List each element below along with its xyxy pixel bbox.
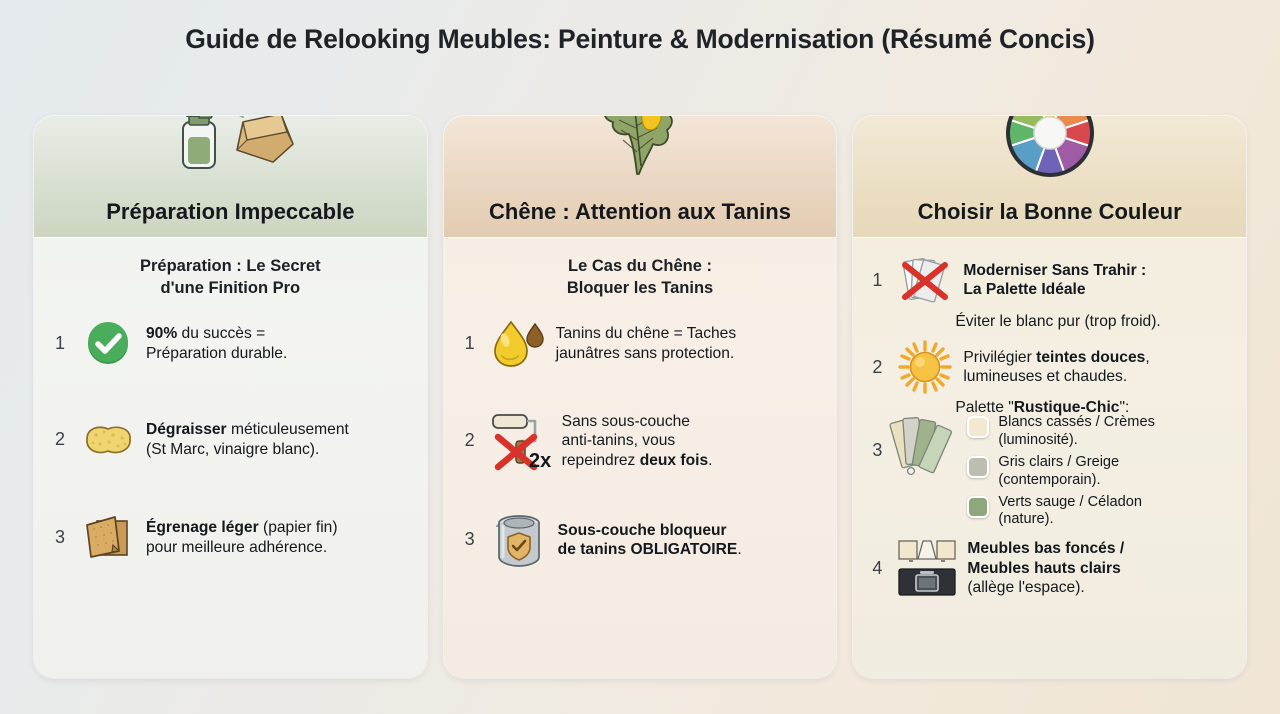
list-item: 3 Égrenage léger [50, 510, 411, 566]
item-number: 4 [872, 557, 883, 578]
list-preparation: 1 90% du succès =Préparation durable. 2 [50, 310, 411, 566]
palette-item: Gris clairs / Greige (contemporain). [967, 454, 1232, 490]
palette-label: Palette "Rustique-Chic": [955, 399, 1130, 417]
page-title: Guide de Relooking Meubles: Peinture & M… [185, 24, 1095, 54]
card-header-preparation: Préparation Impeccable [34, 116, 427, 238]
subhead-line1: Préparation : Le Secret [140, 257, 321, 275]
list-item: 2 [867, 339, 1232, 395]
paint-roller-crossed-icon: 2x [489, 413, 553, 472]
card-chene-tanins: Chêne : Attention aux Tanins Le Cas du C… [443, 116, 837, 678]
card-title-preparation: Préparation Impeccable [106, 199, 355, 224]
palette-item-label: Gris clairs / Greige (contemporain). [998, 454, 1119, 490]
list-item: 2 Dégraisser méticuleusement(St Marc, vi… [50, 412, 411, 468]
color-wheel-icon [975, 116, 1125, 177]
list-item: 4 Meubles bas foncés /Meubles hauts [867, 537, 1232, 599]
item-number: 3 [464, 529, 475, 550]
palette-label-line1: Gris clairs / Greige [998, 454, 1120, 471]
item-text: 90% du succès =Préparation durable. [146, 325, 288, 362]
list-item: 1 Moderniser [867, 252, 1232, 308]
roller-badge-text: 2x [529, 450, 551, 472]
sandpaper-sheets-icon [79, 510, 137, 566]
item-number: 3 [872, 440, 883, 461]
palette-label-line2: (contemporain). [998, 471, 1101, 488]
paint-swatch-fan-icon [889, 414, 958, 484]
item-number: 1 [464, 333, 475, 354]
palette-item-label: Blancs cassés / Crèmes (luminosité). [998, 414, 1155, 450]
card-body-preparation: Préparation : Le Secret d'une Finition P… [34, 238, 427, 678]
item-text: Meubles bas foncés /Meubles hauts clairs… [967, 540, 1125, 596]
palette-item: Blancs cassés / Crèmes (luminosité). [967, 414, 1232, 450]
card-title-chene: Chêne : Attention aux Tanins [489, 199, 791, 224]
card-body-chene: Le Cas du Chêne : Bloquer les Tanins 1 T [444, 238, 837, 678]
palette-label-line2: (luminosité). [998, 432, 1078, 449]
subhead-line2: d'une Finition Pro [160, 278, 301, 297]
item-text: Moderniser Sans Trahir :La Palette Idéal… [963, 261, 1147, 298]
card-preparation: Préparation Impeccable Préparation : Le … [34, 116, 427, 678]
cards-container: Préparation Impeccable Préparation : Le … [34, 116, 1247, 678]
tannin-droplet-icon [489, 316, 547, 372]
primer-paint-can-shield-icon [489, 512, 549, 568]
item-number: 3 [54, 527, 65, 548]
card-title-couleur: Choisir la Bonne Couleur [917, 199, 1182, 224]
card-header-chene: Chêne : Attention aux Tanins [443, 116, 837, 238]
palette-label-line2: (nature). [998, 511, 1054, 528]
palette-item-label: Verts sauge / Céladon (nature). [998, 494, 1142, 530]
item-number: 1 [872, 269, 883, 290]
card-header-couleur: Choisir la Bonne Couleur [853, 116, 1247, 238]
item-text: Dégraisser méticuleusement(St Marc, vina… [146, 421, 349, 458]
list-item: 2 2x Sans sous-couc [460, 412, 821, 472]
card-bonne-couleur: Choisir la Bonne Couleur 1 [853, 116, 1247, 678]
oak-leaf-icon [565, 116, 715, 175]
list-item: 1 90% du succès =Préparation durable. [50, 316, 411, 372]
white-swatch-cards-crossed-icon [896, 252, 954, 308]
item-number: 1 [54, 333, 65, 354]
sponge-icon [79, 412, 137, 468]
list-item: 3 [867, 414, 1232, 533]
item-text: Privilégier teintes douces,lumineuses et… [963, 349, 1150, 386]
spray-bottle-and-cloth-icon [155, 116, 305, 174]
kitchen-cabinets-icon [896, 537, 958, 599]
subhead-preparation: Préparation : Le Secret d'une Finition P… [50, 256, 411, 300]
sun-icon [896, 339, 954, 395]
color-swatch [967, 416, 990, 439]
subhead-line1: Le Cas du Chêne : [568, 257, 712, 275]
item-number: 2 [464, 430, 475, 451]
subhead-line2: Bloquer les Tanins [566, 278, 714, 297]
palette-list: Blancs cassés / Crèmes (luminosité). Gri… [967, 414, 1232, 533]
palette-item: Verts sauge / Céladon (nature). [967, 494, 1232, 530]
color-swatch [967, 456, 990, 479]
note-eviter-blanc: Éviter le blanc pur (trop froid). [955, 313, 1161, 330]
item-text: Égrenage léger (papier fin)pour meilleur… [146, 519, 338, 556]
subhead-chene: Le Cas du Chêne : Bloquer les Tanins [460, 256, 821, 300]
item-number: 2 [872, 356, 883, 377]
palette-label-line1: Blancs cassés / Crèmes [998, 414, 1155, 431]
item-number: 2 [54, 429, 65, 450]
green-check-circle-icon [79, 316, 137, 372]
card-body-couleur: 1 Moderniser [853, 238, 1246, 678]
color-swatch [967, 495, 990, 518]
palette-label-line1: Verts sauge / Céladon [998, 493, 1142, 510]
